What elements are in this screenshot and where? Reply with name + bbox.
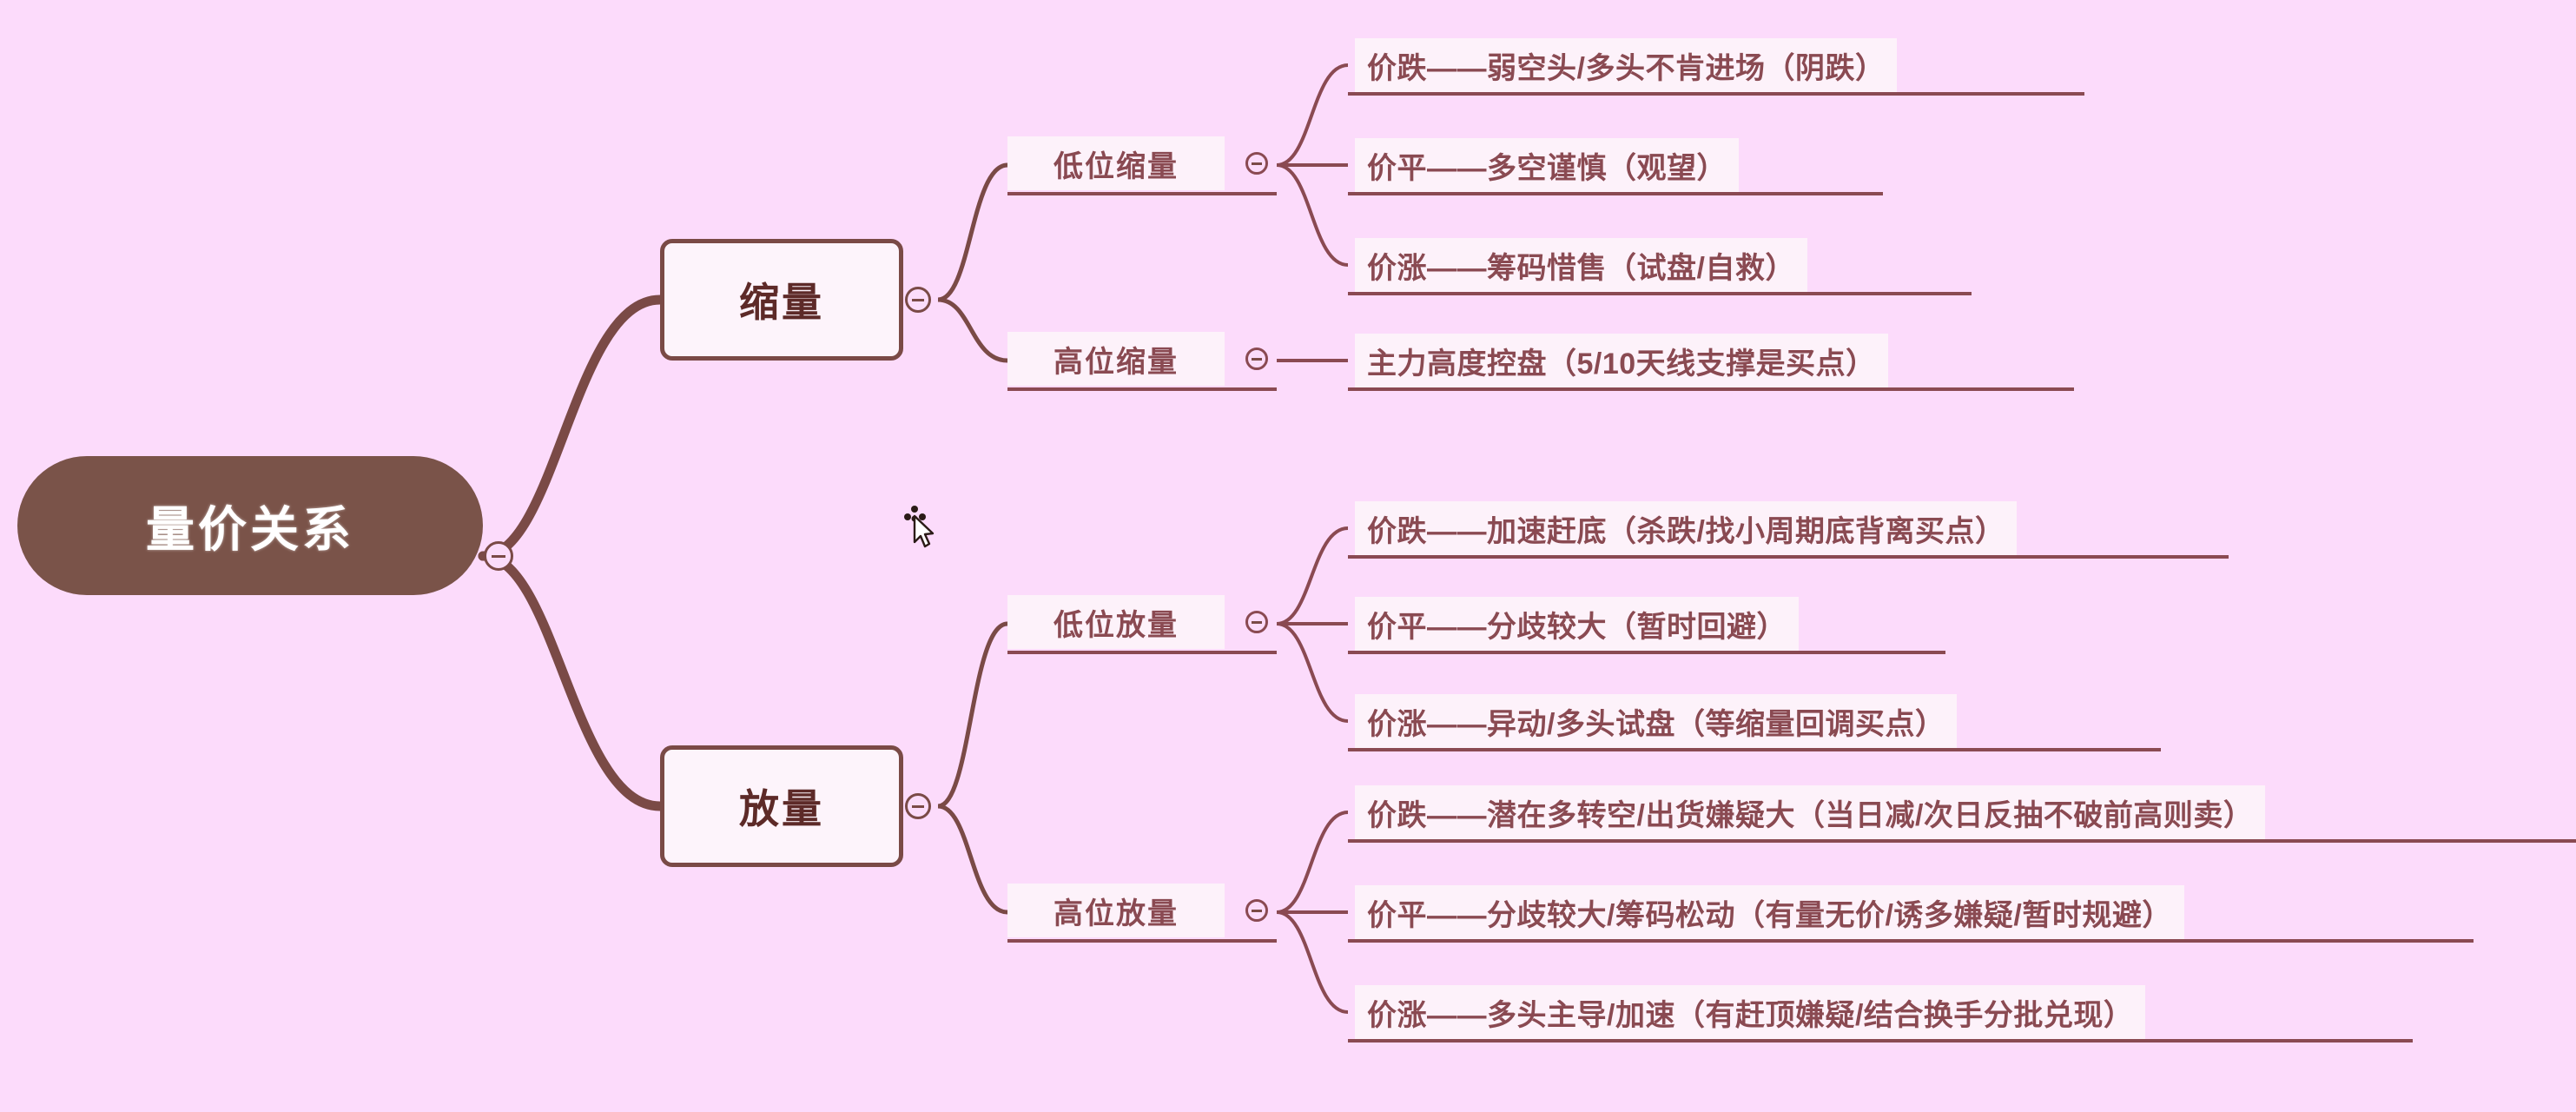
branch-node-expand-label: 放量 — [739, 786, 824, 831]
leaf-node-low-shrink-flat-label: 价平——多空谨慎（观望） — [1367, 151, 1727, 185]
leaf-node-low-expand-up[interactable]: 价涨——异动/多头试盘（等缩量回调买点） — [1355, 694, 1958, 748]
collapse-minus-icon — [912, 804, 924, 808]
collapse-minus-icon — [1252, 162, 1262, 165]
group-node-high-shrink-label: 高位缩量 — [1054, 345, 1179, 379]
leaf-node-high-expand-down-label: 价跌——潜在多转空/出货嫌疑大（当日减/次日反抽不破前高则卖） — [1367, 798, 2254, 832]
group-node-high-expand[interactable]: 高位放量 — [1007, 884, 1225, 937]
leaf-node-high-shrink-main[interactable]: 主力高度控盘（5/10天线支撑是买点） — [1355, 334, 1888, 387]
leaf-node-low-expand-down-label: 价跌——加速赶底（杀跌/找小周期底背离买点） — [1367, 514, 2005, 548]
branch-expand-collapse-toggle[interactable] — [905, 793, 931, 819]
root-node-volume-price[interactable]: 量价关系 — [17, 456, 483, 595]
collapse-minus-icon — [1252, 909, 1262, 912]
branch-node-expand[interactable]: 放量 — [660, 745, 903, 867]
leaf-node-low-shrink-flat[interactable]: 价平——多空谨慎（观望） — [1355, 138, 1739, 192]
leaf-node-low-expand-up-label: 价涨——异动/多头试盘（等缩量回调买点） — [1367, 707, 1945, 741]
leaf-node-low-expand-flat[interactable]: 价平——分歧较大（暂时回避） — [1355, 597, 1799, 651]
branch-node-shrink-label: 缩量 — [739, 280, 824, 325]
group-node-low-shrink[interactable]: 低位缩量 — [1007, 136, 1225, 190]
collapse-minus-icon — [492, 554, 505, 558]
collapse-minus-icon — [1252, 620, 1262, 624]
leaf-node-high-expand-flat[interactable]: 价平——分歧较大/筹码松动（有量无价/诱多嫌疑/暂时规避） — [1355, 885, 2184, 939]
move-cursor — [904, 506, 935, 548]
group-node-low-shrink-label: 低位缩量 — [1054, 149, 1179, 183]
leaf-node-low-shrink-up-label: 价涨——筹码惜售（试盘/自救） — [1367, 251, 1795, 285]
group-node-high-expand-label: 高位放量 — [1054, 897, 1179, 930]
group-node-low-expand[interactable]: 低位放量 — [1007, 595, 1225, 649]
group-high-expand-collapse-toggle[interactable] — [1245, 899, 1268, 922]
group-node-low-expand-label: 低位放量 — [1054, 608, 1179, 642]
leaf-node-low-shrink-down-label: 价跌——弱空头/多头不肯进场（阴跌） — [1367, 51, 1886, 85]
group-node-high-shrink[interactable]: 高位缩量 — [1007, 332, 1225, 386]
leaf-node-high-expand-up-label: 价涨——多头主导/加速（有赶顶嫌疑/结合换手分批兑现） — [1367, 998, 2134, 1032]
branch-shrink-collapse-toggle[interactable] — [905, 287, 931, 313]
collapse-minus-icon — [912, 298, 924, 301]
collapse-minus-icon — [1252, 357, 1262, 361]
leaf-node-high-expand-down[interactable]: 价跌——潜在多转空/出货嫌疑大（当日减/次日反抽不破前高则卖） — [1355, 785, 2266, 839]
leaf-node-low-shrink-down[interactable]: 价跌——弱空头/多头不肯进场（阴跌） — [1355, 38, 1898, 92]
leaf-node-high-expand-up[interactable]: 价涨——多头主导/加速（有赶顶嫌疑/结合换手分批兑现） — [1355, 985, 2146, 1039]
leaf-node-low-expand-flat-label: 价平——分歧较大（暂时回避） — [1367, 610, 1787, 644]
leaf-node-high-shrink-main-label: 主力高度控盘（5/10天线支撑是买点） — [1367, 347, 1876, 381]
root-collapse-toggle[interactable] — [484, 541, 513, 571]
leaf-node-low-shrink-up[interactable]: 价涨——筹码惜售（试盘/自救） — [1355, 238, 1807, 292]
group-low-shrink-collapse-toggle[interactable] — [1245, 152, 1268, 175]
group-high-shrink-collapse-toggle[interactable] — [1245, 348, 1268, 370]
root-node-label: 量价关系 — [146, 501, 354, 557]
leaf-node-high-expand-flat-label: 价平——分歧较大/筹码松动（有量无价/诱多嫌疑/暂时规避） — [1367, 898, 2172, 932]
leaf-node-low-expand-down[interactable]: 价跌——加速赶底（杀跌/找小周期底背离买点） — [1355, 501, 2018, 555]
branch-node-shrink[interactable]: 缩量 — [660, 239, 903, 361]
group-low-expand-collapse-toggle[interactable] — [1245, 611, 1268, 633]
